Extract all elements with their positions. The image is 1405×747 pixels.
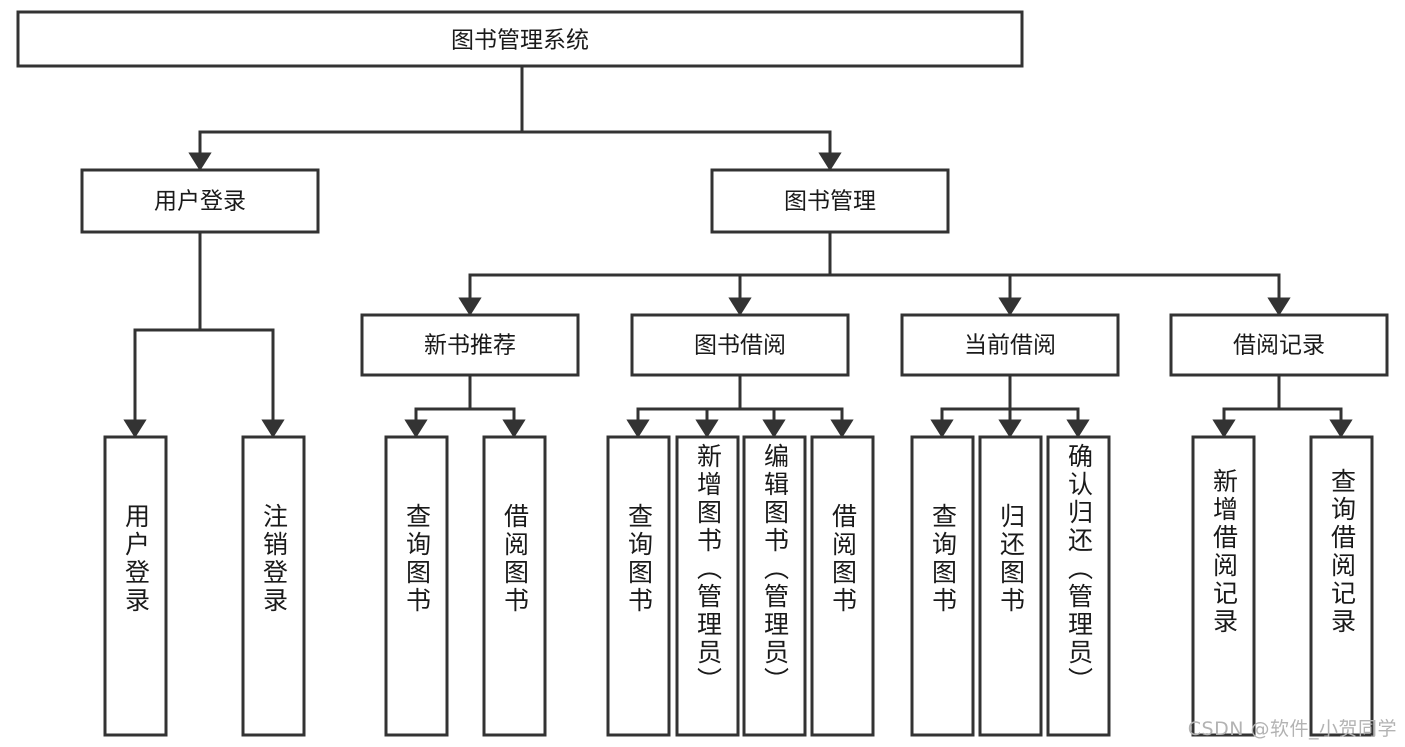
- edge-group-records: [1212, 373, 1353, 438]
- edge-group-book-manage: [458, 230, 1291, 316]
- node-root-box[interactable]: [16, 10, 1024, 68]
- node-root-label: 图书管理系统: [451, 28, 589, 54]
- leaf-box-bo-borrow[interactable]: [810, 435, 875, 737]
- leaf-box-rc-query[interactable]: [1309, 435, 1374, 737]
- edge-group-new-books: [404, 373, 526, 438]
- node-new-books-box[interactable]: [360, 313, 580, 377]
- node-records[interactable]: 借阅记录: [1169, 313, 1389, 377]
- node-records-label: 借阅记录: [1233, 333, 1325, 359]
- node-book-manage-label: 图书管理: [784, 189, 876, 215]
- node-new-books-label: 新书推荐: [424, 333, 516, 359]
- csdn-watermark: CSDN @软件_小贺同学: [1187, 718, 1397, 740]
- leaf-box-cu-confirm[interactable]: [1046, 435, 1111, 737]
- leaf-box-cu-query[interactable]: [910, 435, 975, 737]
- node-records-box[interactable]: [1169, 313, 1389, 377]
- leaf-box-cu-return[interactable]: [978, 435, 1043, 737]
- leaf-box-nb-borrow[interactable]: [482, 435, 547, 737]
- leaf-box-bo-edit[interactable]: [742, 435, 807, 737]
- node-root[interactable]: 图书管理系统: [16, 10, 1024, 68]
- edge-group-user-login: [123, 230, 285, 438]
- leaf-box-nb-query[interactable]: [384, 435, 449, 737]
- node-borrow[interactable]: 图书借阅: [630, 313, 850, 377]
- edge-group-current: [930, 373, 1090, 438]
- leaf-box-rc-add[interactable]: [1191, 435, 1256, 737]
- node-book-manage[interactable]: 图书管理: [710, 168, 950, 234]
- node-user-login-box[interactable]: [80, 168, 320, 234]
- leaf-box-user-logout[interactable]: [241, 435, 306, 737]
- node-borrow-box[interactable]: [630, 313, 850, 377]
- node-new-books[interactable]: 新书推荐: [360, 313, 580, 377]
- leaf-box-user-login[interactable]: [103, 435, 168, 737]
- leaf-box-bo-query[interactable]: [606, 435, 671, 737]
- edge-group-root: [188, 64, 842, 171]
- leaf-box-bo-add[interactable]: [675, 435, 740, 737]
- node-current-box[interactable]: [900, 313, 1120, 377]
- edge-group-borrow: [626, 373, 854, 438]
- node-current[interactable]: 当前借阅: [900, 313, 1120, 377]
- node-user-login[interactable]: 用户登录: [80, 168, 320, 234]
- node-current-label: 当前借阅: [964, 333, 1056, 359]
- node-borrow-label: 图书借阅: [694, 333, 786, 359]
- node-user-login-label: 用户登录: [154, 189, 246, 215]
- node-book-manage-box[interactable]: [710, 168, 950, 234]
